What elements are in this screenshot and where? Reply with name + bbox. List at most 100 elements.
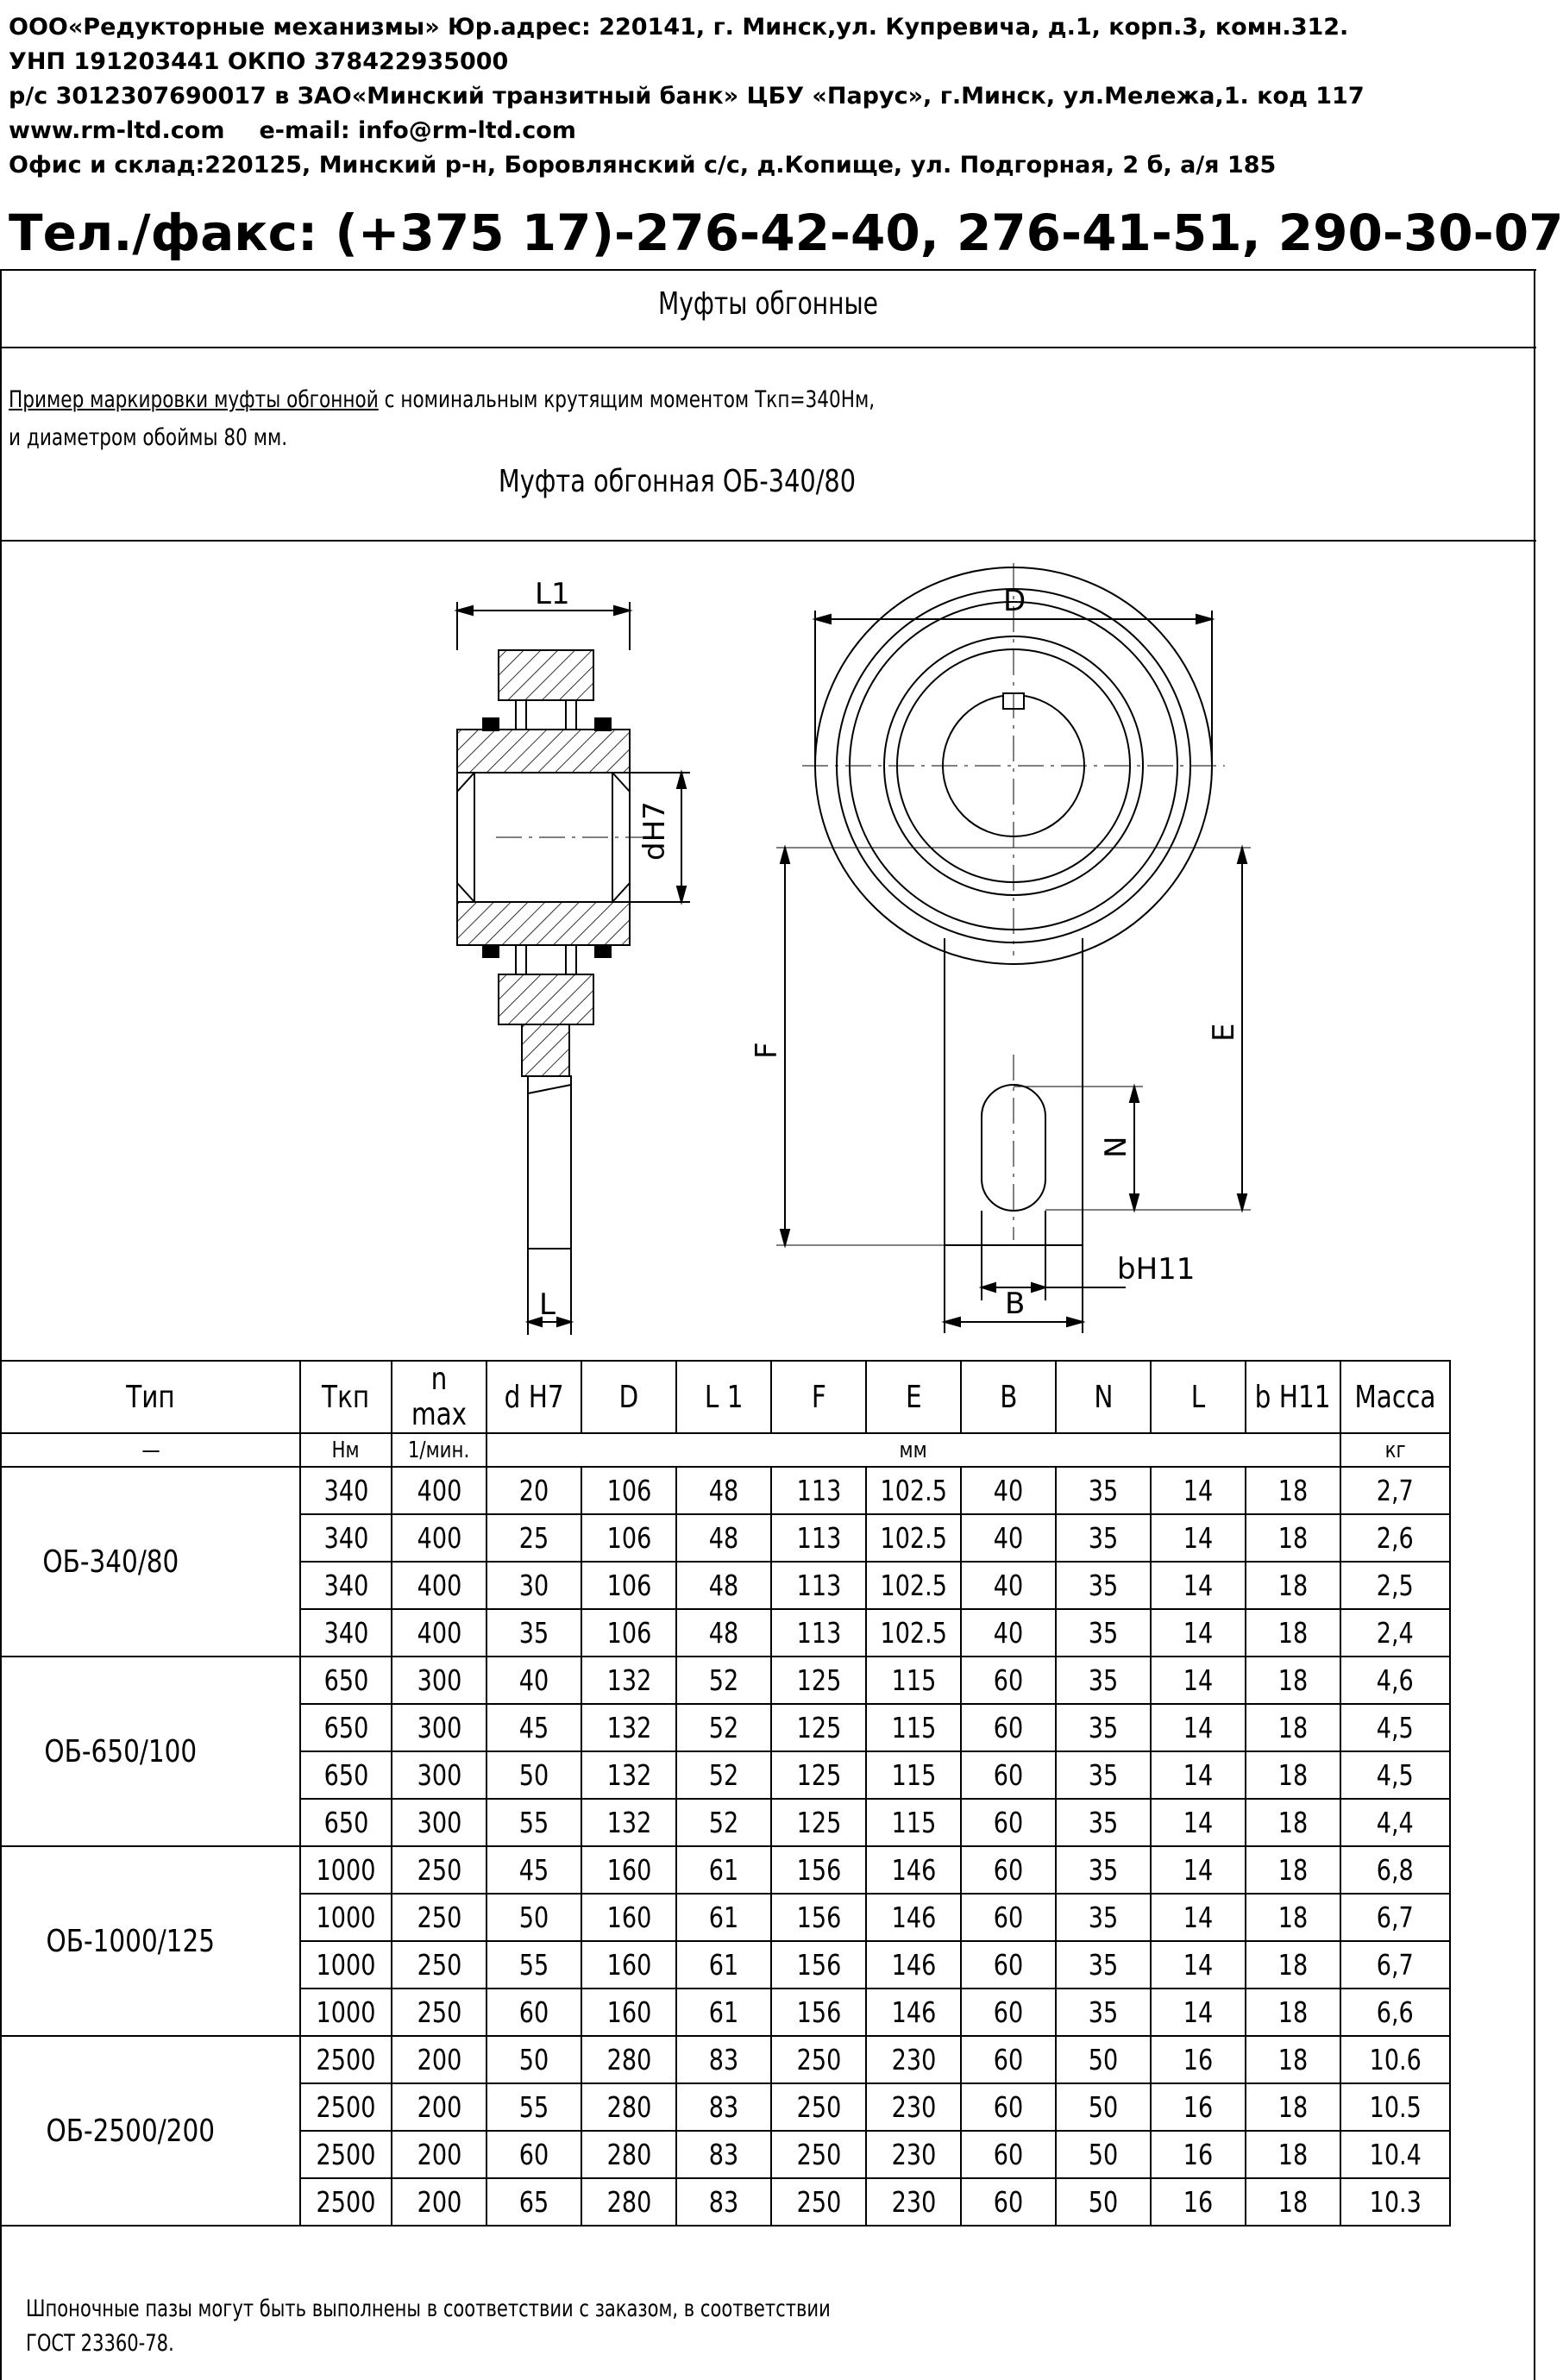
table-cell-text: 200 <box>417 2185 461 2219</box>
table-cell-text: 16 <box>1183 2185 1214 2219</box>
table-cell: 125 <box>770 1703 867 1752</box>
table-cell-text: 650 <box>323 1711 368 1744</box>
table-cell-text: 250 <box>417 1995 461 2029</box>
label-bH11: bH11 <box>1117 1252 1195 1287</box>
website-link[interactable]: www.rm-ltd.com <box>9 117 225 144</box>
table-cell: 60 <box>960 1988 1057 2037</box>
table-cell-text: 400 <box>417 1521 461 1555</box>
table-cell-text: 115 <box>891 1663 936 1697</box>
table-cell-text: 2,7 <box>1376 1474 1415 1507</box>
table-cell-text: 61 <box>708 1948 739 1982</box>
table-cell: 300 <box>391 1798 487 1847</box>
table-cell: 45 <box>486 1845 582 1895</box>
table-cell-text: 18 <box>1277 1853 1309 1887</box>
table-cell-text: 250 <box>417 1853 461 1887</box>
table-cell: 250 <box>391 1893 487 1942</box>
table-cell: 2,5 <box>1340 1561 1451 1610</box>
column-header-text: Ткп <box>322 1379 370 1415</box>
table-cell-text: 106 <box>606 1616 651 1650</box>
table-cell: 2,4 <box>1340 1608 1451 1657</box>
table-cell: 35 <box>1055 1656 1152 1705</box>
table-cell: 125 <box>770 1798 867 1847</box>
table-cell-text: 115 <box>891 1758 936 1792</box>
table-cell: 146 <box>865 1940 962 1989</box>
table-cell: 18 <box>1245 1798 1341 1847</box>
table-cell: 18 <box>1245 1751 1341 1800</box>
table-cell: 60 <box>960 1893 1057 1942</box>
table-cell: 35 <box>1055 1751 1152 1800</box>
table-cell: 61 <box>675 1988 772 2037</box>
table-cell-text: 400 <box>417 1474 461 1507</box>
table-cell-text: 48 <box>708 1474 739 1507</box>
column-header-text: n max <box>411 1362 468 1432</box>
email-link[interactable]: e-mail: info@rm-ltd.com <box>259 117 576 144</box>
table-cell: 14 <box>1150 1940 1246 1989</box>
table-cell-text: 52 <box>708 1663 739 1697</box>
table-cell: 160 <box>581 1940 677 1989</box>
table-cell-text: 14 <box>1183 1948 1214 1982</box>
table-cell: 156 <box>770 1845 867 1895</box>
table-cell-text: 50 <box>1088 2138 1119 2171</box>
table-cell: 40 <box>960 1608 1057 1657</box>
table-cell: 18 <box>1245 2177 1341 2227</box>
table-cell: 60 <box>960 1845 1057 1895</box>
table-cell: 50 <box>486 2035 582 2084</box>
column-header-text: D <box>618 1379 639 1415</box>
table-cell: 14 <box>1150 1656 1246 1705</box>
table-cell: 52 <box>675 1798 772 1847</box>
table-cell: 60 <box>960 2035 1057 2084</box>
front-view <box>776 563 1251 1333</box>
table-cell: 35 <box>1055 1988 1152 2037</box>
table-cell: 48 <box>675 1608 772 1657</box>
column-header-text: L <box>1190 1379 1206 1415</box>
table-cell-text: 132 <box>606 1663 651 1697</box>
table-cell: 16 <box>1150 2130 1246 2179</box>
table-cell: 18 <box>1245 2035 1341 2084</box>
table-cell: 2500 <box>299 2130 392 2179</box>
table-cell-text: 125 <box>796 1663 841 1697</box>
table-cell: 14 <box>1150 1561 1246 1610</box>
table-cell-text: 18 <box>1277 1995 1309 2029</box>
table-cell: 50 <box>486 1751 582 1800</box>
table-cell-text: 102.5 <box>880 1616 947 1650</box>
table-cell: 2,6 <box>1340 1513 1451 1563</box>
table-cell: 10.4 <box>1340 2130 1451 2179</box>
table-cell: 35 <box>1055 1798 1152 1847</box>
table-cell-text: 102.5 <box>880 1521 947 1555</box>
column-header-text: Масса <box>1354 1379 1436 1415</box>
table-cell: 400 <box>391 1466 487 1515</box>
table-cell: 14 <box>1150 1988 1246 2037</box>
table-cell-text: 160 <box>606 1995 651 2029</box>
table-cell: 200 <box>391 2082 487 2132</box>
table-cell: 40 <box>960 1561 1057 1610</box>
table-cell-text: 102.5 <box>880 1569 947 1602</box>
table-cell-text: 156 <box>796 1901 841 1934</box>
table-cell: 2500 <box>299 2035 392 2084</box>
table-cell: 250 <box>391 1940 487 1989</box>
table-cell-text: 156 <box>796 1853 841 1887</box>
table-cell: 14 <box>1150 1608 1246 1657</box>
table-cell: 106 <box>581 1466 677 1515</box>
table-cell-text: 45 <box>518 1711 549 1744</box>
table-cell-text: 14 <box>1183 1711 1214 1744</box>
table-cell-text: 18 <box>1277 1948 1309 1982</box>
table-cell-text: 14 <box>1183 1995 1214 2029</box>
table-cell-text: 250 <box>417 1948 461 1982</box>
table-cell: 20 <box>486 1466 582 1515</box>
table-cell-text: 83 <box>708 2090 739 2124</box>
table-cell-text: 50 <box>518 2043 549 2076</box>
table-cell-text: 61 <box>708 1853 739 1887</box>
table-cell-text: 10.5 <box>1369 2090 1422 2124</box>
table-cell-text: 60 <box>993 1663 1024 1697</box>
table-cell: 61 <box>675 1845 772 1895</box>
table-cell: 52 <box>675 1656 772 1705</box>
marking-example-line-1: Пример маркировки муфты обгонной с номин… <box>9 386 875 413</box>
